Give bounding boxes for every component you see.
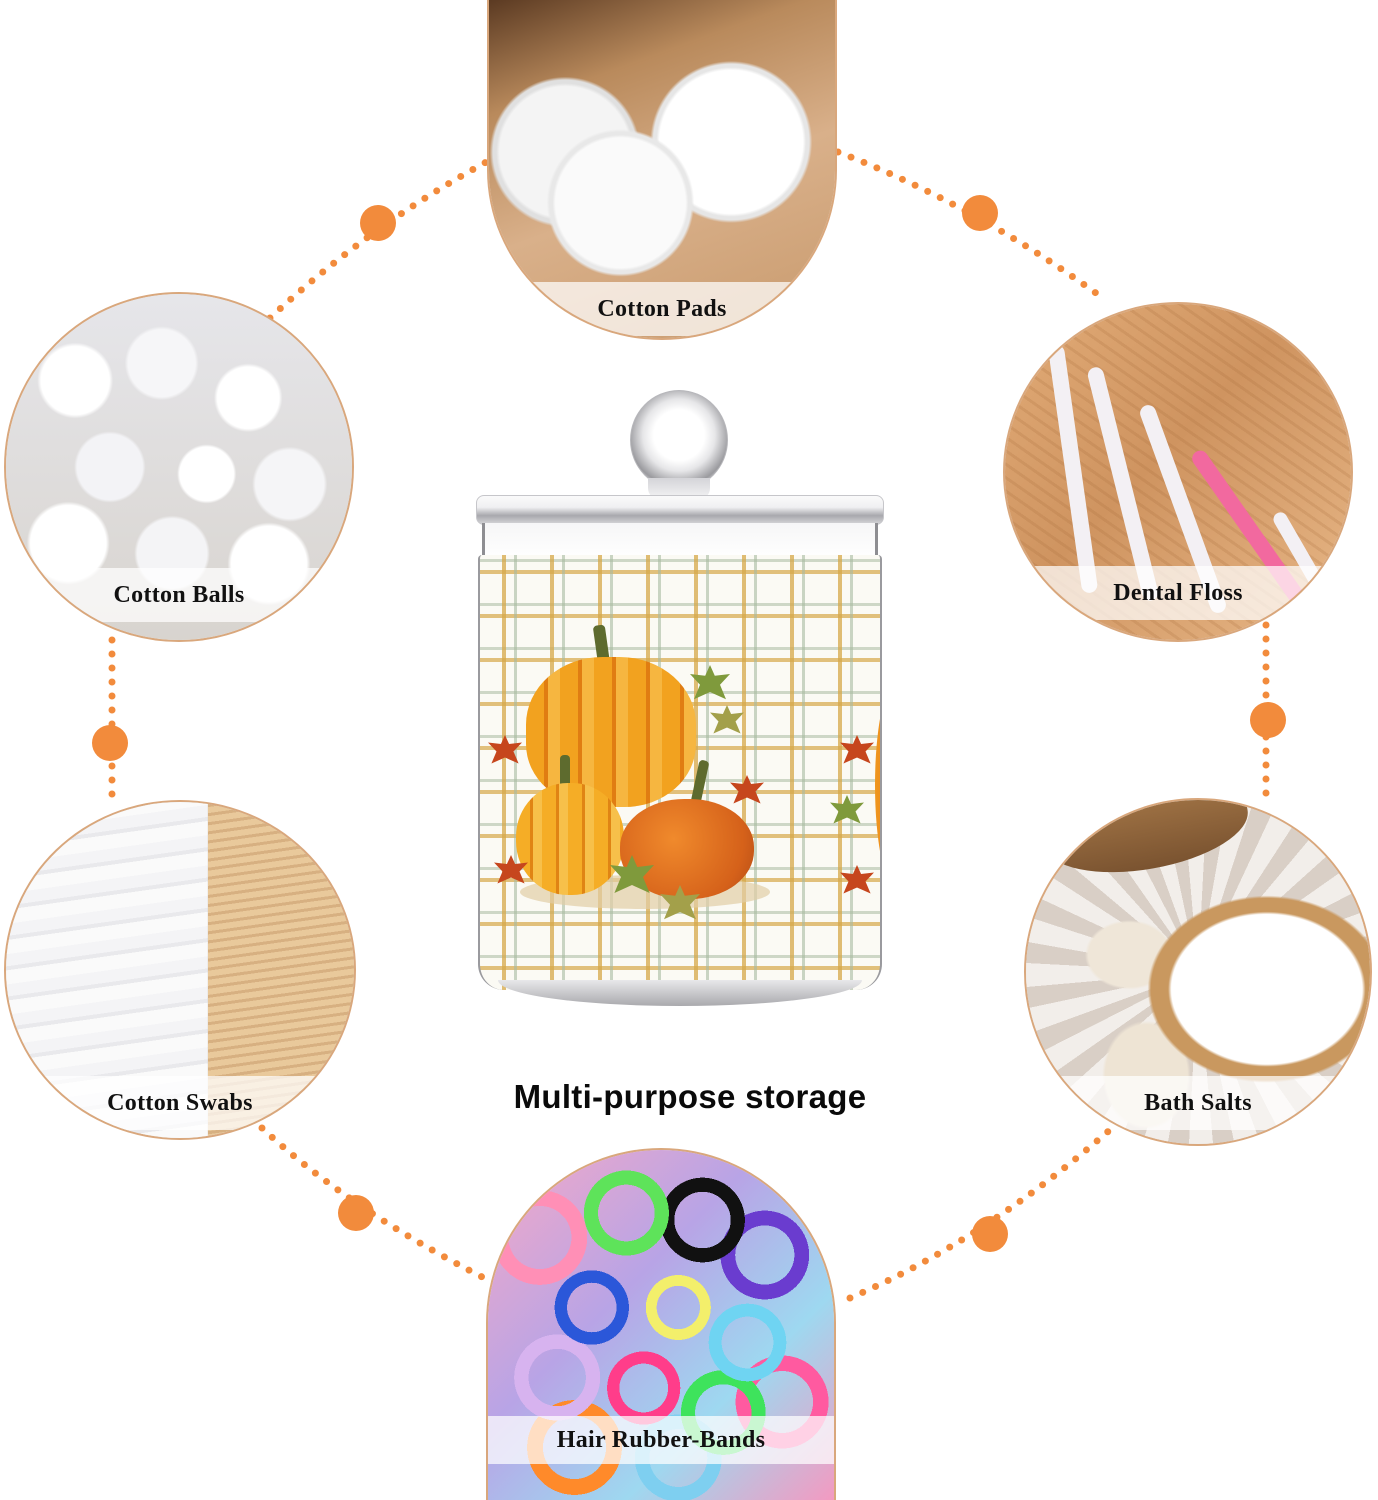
accent-dot-right [1250, 702, 1286, 738]
accent-dots [92, 195, 1286, 1252]
jar-lid-knob [630, 390, 728, 490]
feature-hair-rubber-bands: Hair Rubber-Bands [486, 1148, 836, 1500]
dental-floss-label-band: Dental Floss [1005, 566, 1351, 620]
cotton-balls-label-band: Cotton Balls [6, 568, 352, 622]
dental-floss-label: Dental Floss [1113, 579, 1243, 606]
feature-bath-salts: Bath Salts [1024, 798, 1372, 1146]
feature-dental-floss: Dental Floss [1003, 302, 1353, 642]
jar-rim [482, 523, 878, 559]
accent-dot-bottom-left [338, 1195, 374, 1231]
cotton-pads-label-band: Cotton Pads [489, 282, 835, 336]
bath-salts-label: Bath Salts [1144, 1089, 1252, 1116]
multi-purpose-caption: Multi-purpose storage [513, 1078, 867, 1115]
cotton-swabs-label-band: Cotton Swabs [6, 1076, 354, 1130]
jar-lid [476, 495, 884, 525]
jar-base [498, 980, 862, 1006]
accent-dot-top-right [962, 195, 998, 231]
feature-cotton-pads: Cotton Pads [487, 0, 837, 340]
pumpkin-large [526, 657, 696, 807]
accent-dot-bottom-right [972, 1216, 1008, 1252]
cotton-swabs-label: Cotton Swabs [107, 1089, 253, 1116]
feature-cotton-balls: Cotton Balls [4, 292, 354, 642]
jar-body-plaid-print [478, 555, 882, 990]
feature-cotton-swabs: Cotton Swabs [4, 800, 356, 1140]
hair-rubber-bands-label-band: Hair Rubber-Bands [488, 1416, 834, 1464]
hair-rubber-bands-label: Hair Rubber-Bands [556, 1426, 766, 1453]
jar-knob-neck [648, 478, 710, 500]
cotton-pads-label: Cotton Pads [597, 295, 727, 322]
pumpkin-small [516, 783, 624, 895]
accent-dot-left [92, 725, 128, 761]
pumpkin-wraparound [875, 685, 880, 885]
bath-salts-label-band: Bath Salts [1026, 1076, 1370, 1130]
cotton-pads-image [489, 0, 835, 338]
cotton-balls-label: Cotton Balls [113, 581, 245, 608]
product-jar [470, 390, 890, 1090]
accent-dot-top-left [360, 205, 396, 241]
